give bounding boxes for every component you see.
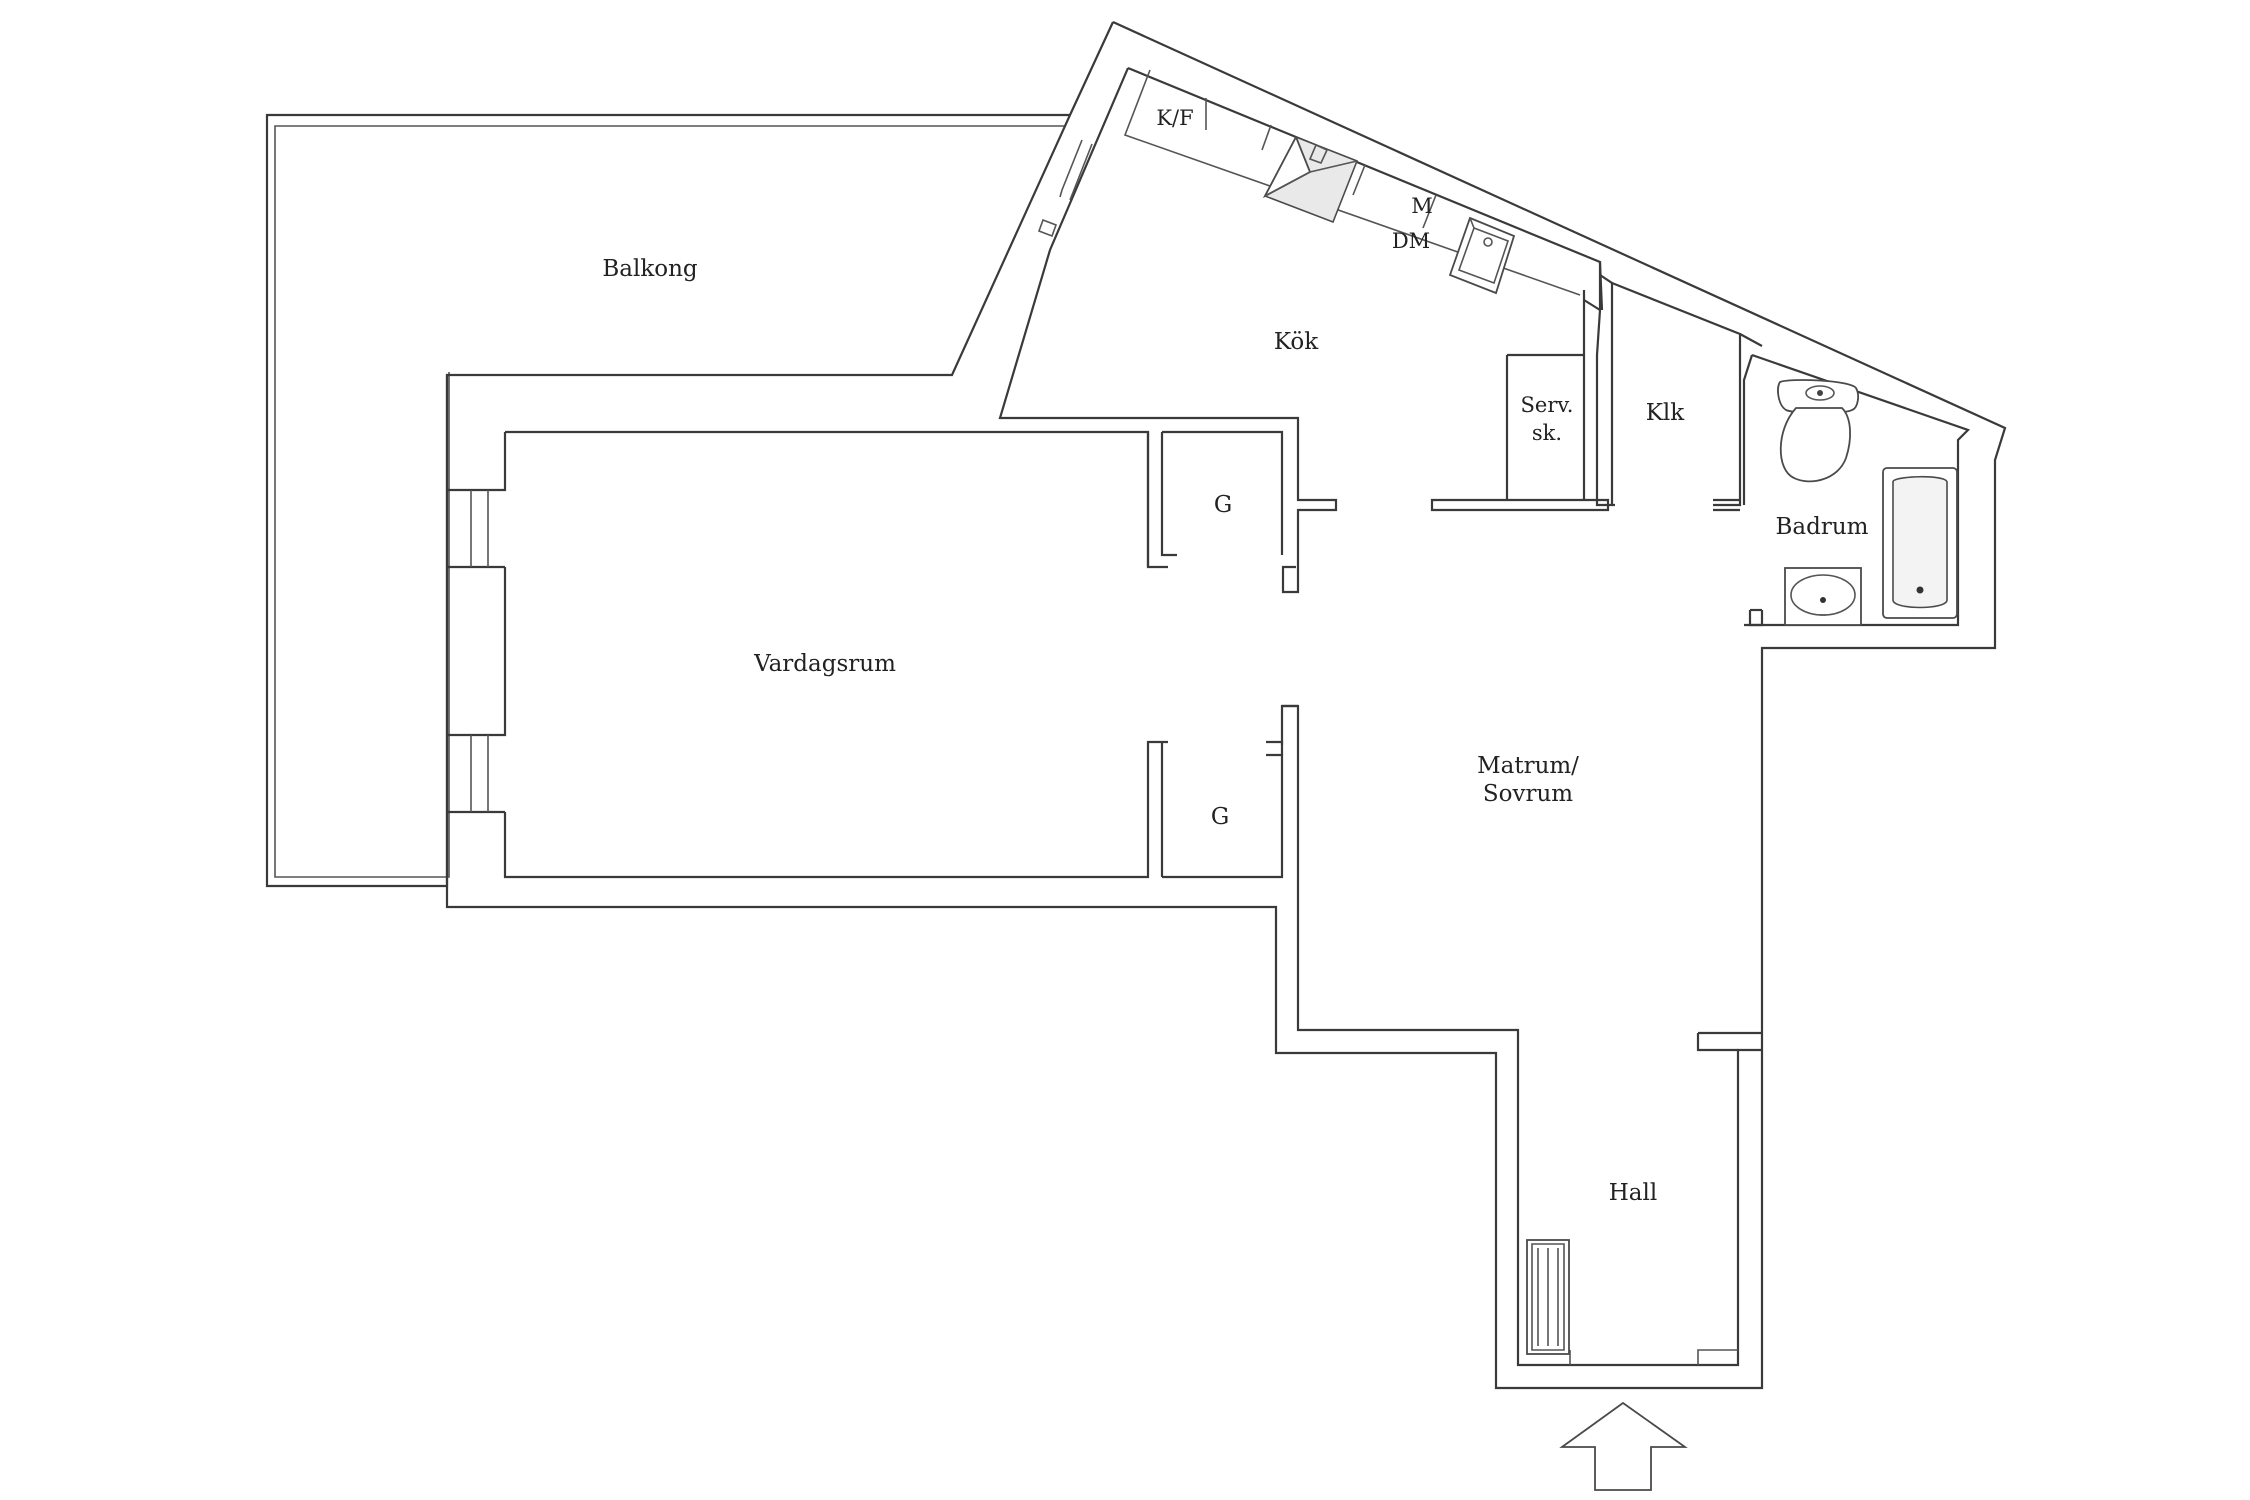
washbasin-icon — [1784, 567, 1862, 626]
room-label-kf: K/F — [1156, 106, 1193, 130]
room-label-hall: Hall — [1609, 1180, 1657, 1206]
radiator-icon — [1526, 1239, 1570, 1355]
stove-icon — [1262, 135, 1359, 224]
room-label-matrum-line1: Matrum/ — [1477, 753, 1579, 779]
room-label-klk: Klk — [1646, 400, 1686, 426]
room-label-g-bottom: G — [1211, 804, 1229, 830]
room-label-vardagsrum: Vardagsrum — [753, 651, 896, 677]
entrance-arrow-icon — [1559, 1401, 1688, 1491]
room-label-serv-line1: Serv. — [1521, 393, 1574, 417]
kitchen-counter — [1037, 69, 1581, 296]
kitchen-sink-icon — [1448, 216, 1516, 295]
room-label-matrum-line2: Sovrum — [1483, 781, 1573, 807]
room-label-m: M — [1411, 194, 1433, 218]
room-label-dm: DM — [1392, 229, 1430, 253]
room-label-serv-line2: sk. — [1532, 421, 1562, 445]
bathtub-icon — [1882, 467, 1958, 619]
room-label-kok: Kök — [1274, 329, 1319, 355]
toilet-icon — [1777, 379, 1859, 483]
room-label-balkong: Balkong — [602, 256, 698, 282]
outer-walls — [445, 20, 2007, 1390]
balcony — [265, 113, 1070, 888]
room-label-badrum: Badrum — [1776, 514, 1869, 540]
room-label-g-top: G — [1214, 492, 1232, 518]
